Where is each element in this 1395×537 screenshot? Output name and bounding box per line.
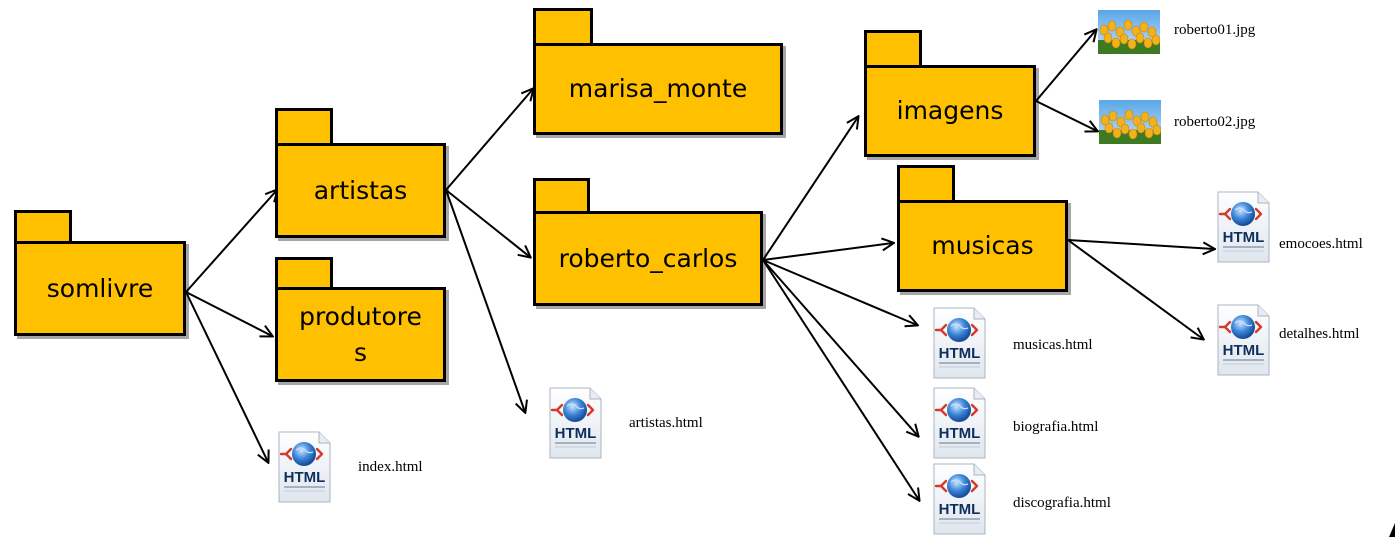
photo-thumbnail-icon[interactable] (1098, 10, 1161, 54)
photo-thumbnail-icon[interactable] (1099, 100, 1162, 144)
html-file-icon[interactable]: HTML (930, 306, 988, 380)
folder-tab (275, 108, 333, 148)
folder-body: imagens (864, 65, 1036, 157)
file-label-discografia: discografia.html (1013, 495, 1111, 511)
folder-body: musicas (897, 200, 1068, 292)
file-label-artistas-html: artistas.html (629, 415, 703, 431)
html-file-icon[interactable]: HTML (275, 430, 333, 504)
folder-imagens[interactable]: imagens (864, 30, 1036, 157)
file-label-roberto01: roberto01.jpg (1174, 22, 1256, 38)
file-label-musicas-html: musicas.html (1013, 337, 1093, 353)
arrow-musicas-detalhes (1067, 239, 1203, 339)
file-label-roberto02: roberto02.jpg (1174, 114, 1256, 130)
arrow-somlivre-artistas (185, 190, 277, 293)
folder-body: artistas (275, 143, 446, 238)
html-file-icon[interactable]: HTML (1214, 190, 1272, 264)
folder-label-marisa-monte: marisa_monte (568, 74, 748, 103)
file-label-biografia: biografia.html (1013, 419, 1099, 435)
svg-text:HTML: HTML (939, 425, 981, 442)
html-file-icon[interactable]: HTML (1214, 303, 1272, 377)
html-file-icon[interactable]: HTML (930, 386, 988, 460)
svg-text:HTML: HTML (555, 425, 597, 442)
folder-tab (897, 165, 955, 205)
folder-artistas[interactable]: artistas (275, 108, 446, 238)
arrow-roberto-musicashtml (762, 259, 917, 325)
folder-marisa-monte[interactable]: marisa_monte (533, 8, 783, 135)
folder-body: roberto_carlos (533, 211, 763, 306)
arrow-somlivre-index (185, 291, 268, 462)
slide-corner-mark (1389, 523, 1395, 537)
folder-label-produtores: produtore s (299, 301, 422, 367)
file-label-detalhes: detalhes.html (1279, 326, 1360, 342)
svg-text:HTML: HTML (1223, 229, 1265, 246)
folder-body: marisa_monte (533, 43, 783, 135)
arrow-musicas-emocoes (1067, 239, 1214, 249)
arrow-imagens-roberto01 (1035, 30, 1096, 102)
arrow-somlivre-produtores (185, 291, 272, 336)
arrow-artistas-marisa (445, 89, 533, 191)
folder-label-musicas: musicas (931, 231, 1034, 260)
folder-body: produtore s (275, 287, 446, 382)
svg-text:HTML: HTML (939, 345, 981, 362)
arrow-roberto-biografia (762, 259, 918, 436)
folder-label-artistas: artistas (313, 175, 408, 205)
arrow-roberto-discografia (762, 259, 919, 500)
svg-text:HTML: HTML (939, 501, 981, 518)
folder-tab (864, 30, 922, 70)
folder-body: somlivre (14, 241, 186, 336)
folder-label-somlivre: somlivre (46, 273, 154, 303)
arrow-artistas-artistashtml (445, 189, 525, 412)
svg-text:HTML: HTML (1223, 342, 1265, 359)
html-file-icon[interactable]: HTML (546, 386, 604, 460)
arrow-artistas-roberto (445, 189, 530, 257)
html-file-icon[interactable]: HTML (930, 462, 988, 536)
folder-musicas[interactable]: musicas (897, 165, 1068, 292)
folder-produtores[interactable]: produtore s (275, 257, 446, 382)
arrow-roberto-imagens (762, 117, 858, 261)
folder-somlivre[interactable]: somlivre (14, 210, 186, 336)
file-label-index: index.html (358, 459, 423, 475)
arrow-roberto-musicas (762, 243, 893, 261)
arrow-imagens-roberto02 (1035, 100, 1097, 131)
folder-roberto-carlos[interactable]: roberto_carlos (533, 178, 763, 306)
folder-label-roberto-carlos: roberto_carlos (558, 243, 738, 273)
file-label-emocoes: emocoes.html (1279, 236, 1363, 252)
folder-tab (533, 8, 593, 48)
svg-text:HTML: HTML (284, 469, 326, 486)
folder-label-imagens: imagens (896, 96, 1004, 125)
